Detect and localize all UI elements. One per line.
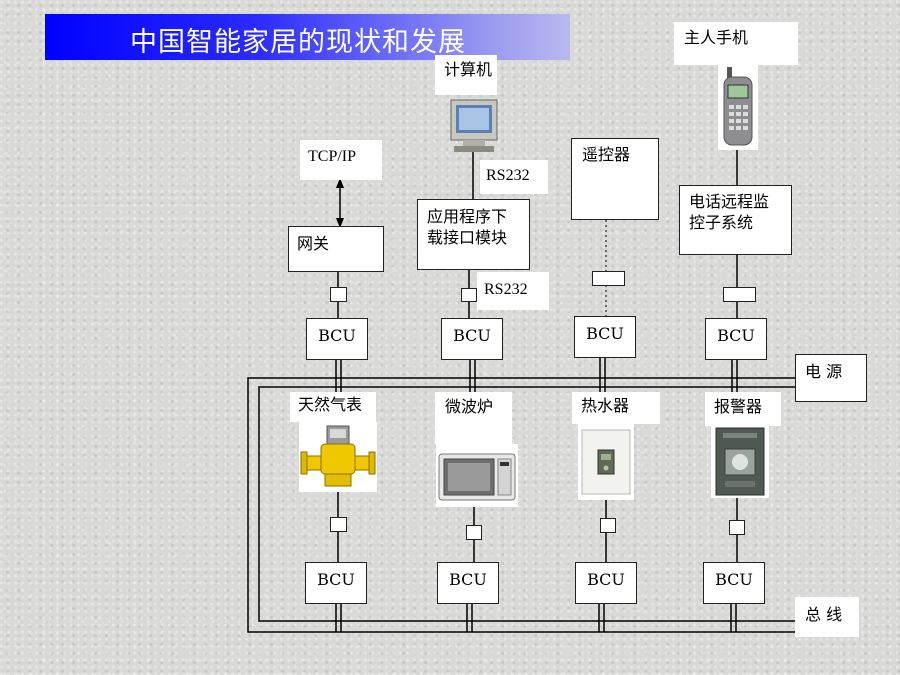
bcu-water-heater: BCU [575,562,637,604]
water-heater-label: 热水器 [572,392,660,424]
computer-image [449,97,499,153]
port-gas-meter [330,517,347,532]
port-alarm [729,520,745,535]
port-app-module [461,288,477,302]
bus-label: 总 线 [795,597,859,637]
phone-system-line-2: 控子系统 [689,213,754,232]
bcu-gateway: BCU [306,318,368,360]
arrow-up-icon [336,178,344,188]
arrow-down-icon [336,218,344,228]
title-banner [45,14,570,60]
power-supply-box: 电 源 [795,354,867,402]
port-water-heater [600,518,616,533]
water-heater-image [578,424,634,500]
gateway-box: 网关 [288,226,384,272]
rs232-bottom-label: RS232 [477,272,549,310]
gas-meter-image [299,422,377,492]
rs232-top-label: RS232 [480,160,548,194]
port-phone-system [723,287,756,302]
port-remote [592,271,625,286]
bcu-gas-meter: BCU [305,562,367,604]
alarm-image [711,425,769,498]
app-download-module-box: 应用程序下 载接口模块 [417,199,530,270]
mobile-phone-image [718,65,758,150]
app-module-line-1: 应用程序下 [427,207,508,226]
tcpip-label: TCP/IP [300,140,382,180]
bcu-alarm: BCU [703,562,765,604]
phone-monitor-system-box: 电话远程监 控子系统 [679,185,792,255]
bcu-phone-system: BCU [705,318,767,360]
page-title: 中国智能家居的现状和发展 [130,27,466,58]
gas-meter-label: 天然气表 [290,392,376,422]
alarm-label: 报警器 [705,392,781,426]
signal-bus-line [258,386,795,622]
power-bus-line [247,377,795,633]
port-gateway [330,287,347,302]
microwave-image [436,444,518,507]
port-microwave [466,525,482,540]
microwave-label: 微波炉 [435,392,512,444]
bcu-remote: BCU [574,316,636,358]
app-module-line-2: 载接口模块 [427,228,508,247]
bcu-app-module: BCU [441,318,503,360]
phone-label: 主人手机 [674,22,798,65]
bcu-microwave: BCU [437,562,499,604]
phone-system-line-1: 电话远程监 [689,192,770,211]
computer-label: 计算机 [435,55,497,95]
remote-control-box: 遥控器 [571,138,659,220]
